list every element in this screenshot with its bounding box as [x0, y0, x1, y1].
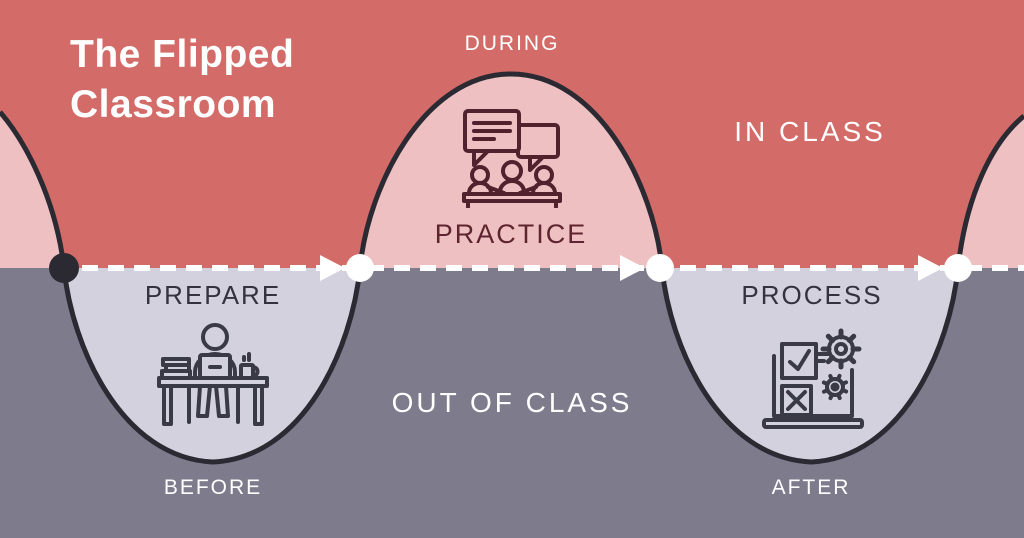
phase-action-practice: PRACTICE [434, 219, 588, 249]
timeline-end-node [944, 254, 972, 282]
large-gear-icon [820, 328, 862, 370]
page-title: The Flipped Classroom [70, 30, 294, 130]
wave-outline-curve [0, 71, 1024, 465]
arrowhead-icon [620, 255, 645, 281]
practice-lobe [360, 74, 662, 268]
timeline-start-node [49, 253, 79, 283]
title-line-1: The Flipped [70, 33, 295, 76]
arrowhead-icon [320, 255, 345, 281]
right-edge-pink-lobe [958, 116, 1024, 268]
checklist-and-gears-icon [758, 320, 868, 430]
out-of-class-zone-label: OUT OF CLASS [391, 387, 633, 418]
timeline-arrowheads [320, 255, 943, 281]
timeline-node [646, 254, 674, 282]
timeline-node [346, 254, 374, 282]
phase-time-before: BEFORE [163, 476, 263, 499]
group-discussion-icon-strokes [462, 109, 562, 208]
group-discussion-icon [457, 104, 567, 208]
phase-time-during: DURING [464, 32, 560, 55]
phase-action-process: PROCESS [741, 280, 883, 310]
title-line-2: Classroom [70, 83, 277, 126]
phase-time-after: AFTER [771, 476, 851, 499]
student-studying-at-desk-icon [153, 320, 273, 430]
student-desk-icon-strokes [157, 323, 269, 426]
left-edge-pink-lobe [0, 112, 64, 268]
small-gear-icon [821, 373, 849, 401]
phase-action-prepare: PREPARE [144, 280, 282, 310]
checklist-gears-icon-strokes [762, 328, 864, 429]
in-class-zone-label: IN CLASS [734, 116, 886, 147]
arrowhead-icon [918, 255, 943, 281]
